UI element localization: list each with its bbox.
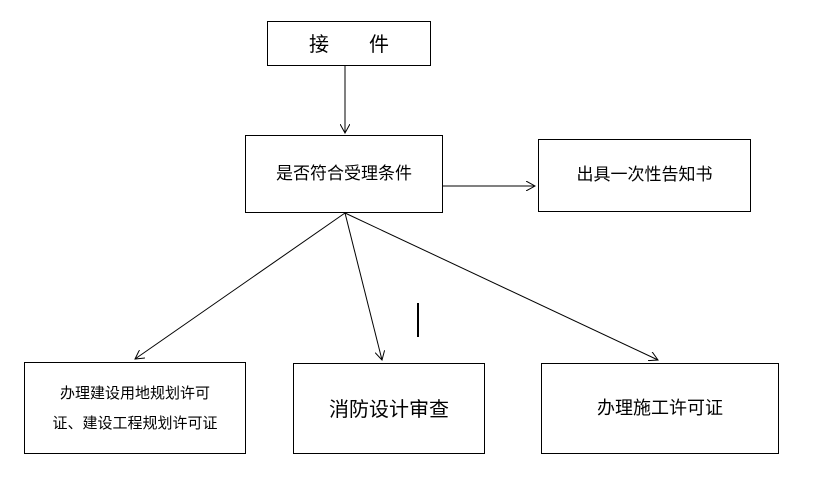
arrow-check-to-construction-permit <box>344 212 658 360</box>
acceptance-check-box: 是否符合受理条件 <box>245 135 443 213</box>
land-planning-permit-box: 办理建设用地规划许可 证、建设工程规划许可证 <box>24 362 246 454</box>
receive-box: 接 件 <box>267 21 431 66</box>
construction-permit-box: 办理施工许可证 <box>541 363 779 454</box>
arrow-check-to-fire-review <box>344 212 382 360</box>
land-planning-permit-line-2: 证、建设工程规划许可证 <box>52 414 218 432</box>
arrow-check-to-land-permit <box>135 212 346 359</box>
construction-permit-label: 办理施工许可证 <box>597 397 723 419</box>
receive-label: 接 件 <box>309 31 389 56</box>
fire-design-review-box: 消防设计审查 <box>293 363 485 454</box>
fire-design-review-label: 消防设计审查 <box>329 396 449 421</box>
acceptance-check-label: 是否符合受理条件 <box>276 163 412 184</box>
land-planning-permit-line-1: 办理建设用地规划许可 <box>59 384 210 402</box>
one-time-notice-label: 出具一次性告知书 <box>576 165 713 186</box>
one-time-notice-box: 出具一次性告知书 <box>538 139 751 212</box>
